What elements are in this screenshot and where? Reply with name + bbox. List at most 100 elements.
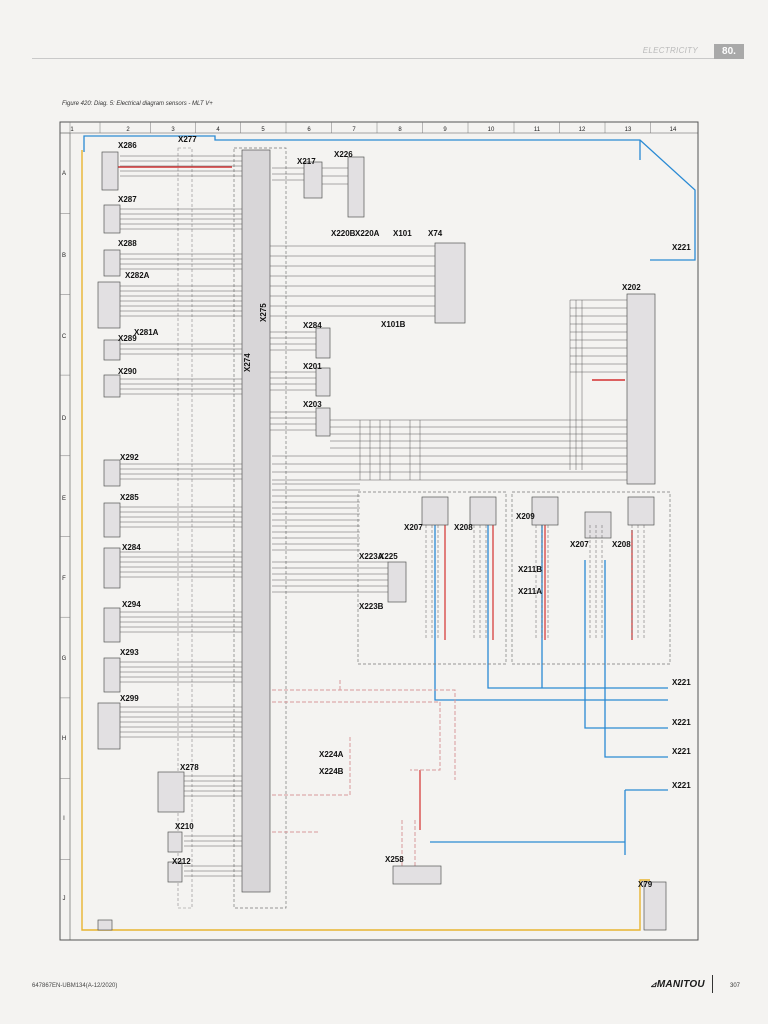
connector-label: X284 [122,543,141,552]
connector-label: X221 [672,678,691,687]
blue-wire [604,560,668,758]
grid-column-label: 6 [307,127,311,133]
sensor-x293 [103,657,121,693]
connector-label: X278 [180,763,199,772]
grid-row-label: G [62,656,67,662]
wire-bundle-layer [120,155,645,877]
figure-caption: Figure 420: Diag. 5: Electrical diagram … [62,101,213,107]
sensor-x285 [103,502,121,538]
blue-wire [434,520,668,701]
connector-label: X221 [672,718,691,727]
ecu-module-x274 [241,149,271,893]
connector-label: X220B [331,229,356,238]
blue-wire [83,135,696,261]
blue-wire [584,560,668,729]
pink-wire [272,735,351,796]
grid-row-label: A [62,171,66,177]
diagnostic-socket-x258 [392,865,442,885]
connector-label: X224B [319,767,344,776]
module-x201 [315,367,331,397]
module-x79-left [97,919,113,931]
brand-name: MANITOU [656,979,705,990]
connector-label: X210 [175,822,194,831]
grid-column-label: 7 [352,127,356,133]
module-x203 [315,407,331,437]
sensor-x287 [103,204,121,234]
connector-label: X211B [518,565,542,574]
sensor-x299 [97,702,121,750]
module-x207-b [584,511,612,539]
pink-wire [272,701,441,771]
grid-column-label: 8 [398,127,402,133]
sensor-x289 [103,339,121,361]
grid-row-label: E [62,496,66,502]
connector-label: X223B [359,602,384,611]
connector-label: X201 [303,362,322,371]
connector-label: X258 [385,855,404,864]
connector-label: X224A [319,750,344,759]
grid-column-label: 3 [171,127,175,133]
sensor-x288 [103,249,121,277]
connector-label: X287 [118,195,137,204]
sensor-x292 [103,459,121,487]
ecu-outline-dashed [233,147,287,909]
grid-row-label: J [63,896,66,902]
grid-column-label: 1 [70,127,74,133]
sensor-x290 [103,374,121,398]
brand-logo: ⊿MANITOU [650,979,705,990]
connector-label: X207 [404,523,423,532]
sensor-x210 [167,831,183,853]
connector-label: X225 [379,552,398,561]
connector-label: X223A [359,552,384,561]
connector-label: X211A [518,587,542,596]
grid-row-label: C [62,334,67,340]
grid-row-label: D [62,416,67,422]
connector-label: X288 [118,239,137,248]
pink-wire [272,689,456,780]
module-x202 [626,293,656,485]
connector-label: X101 [393,229,412,238]
interconnect-block-x277 [177,147,193,909]
grid-column-label: 4 [216,127,220,133]
connector-label: X293 [120,648,139,657]
connector-label: X221 [672,243,691,252]
connector-label: X294 [122,600,141,609]
connector-label: X286 [118,141,137,150]
connector-label: X277 [178,135,197,144]
grid-column-label: 13 [625,127,632,133]
left-sensor-blocks [97,151,185,931]
page-number: 307 [730,983,741,989]
grid-column-label: 12 [579,127,586,133]
grid-column-label: 2 [126,127,130,133]
blue-wire [487,520,668,689]
module-x74 [434,242,466,324]
sensor-x282a [97,281,121,329]
module-x207-a [421,496,449,526]
connector-label: X226 [334,150,353,159]
connector-label: X74 [428,229,443,238]
header-rule [32,58,732,59]
module-x225 [387,561,407,603]
module-x226 [347,156,365,218]
yellow-wire [81,150,650,931]
grid-row-label: B [62,253,66,259]
connector-label: X299 [120,694,139,703]
section-name: ELECTRICITY [642,46,698,55]
connector-label: X203 [303,400,322,409]
connector-label: X284 [303,321,322,330]
connector-label: X101B [381,320,406,329]
grid-column-label: 10 [488,127,495,133]
grid-column-label: 11 [534,127,541,133]
connector-label: X208 [454,523,473,532]
document-reference: 647867EN-UBM134(A-12/2020) [32,983,118,989]
sensor-x212 [167,861,183,883]
connector-label: X208 [612,540,631,549]
blue-wire-group [83,135,696,855]
grid-column-label: 9 [443,127,447,133]
grid-row-label: I [63,816,65,822]
footer-separator [712,975,713,993]
